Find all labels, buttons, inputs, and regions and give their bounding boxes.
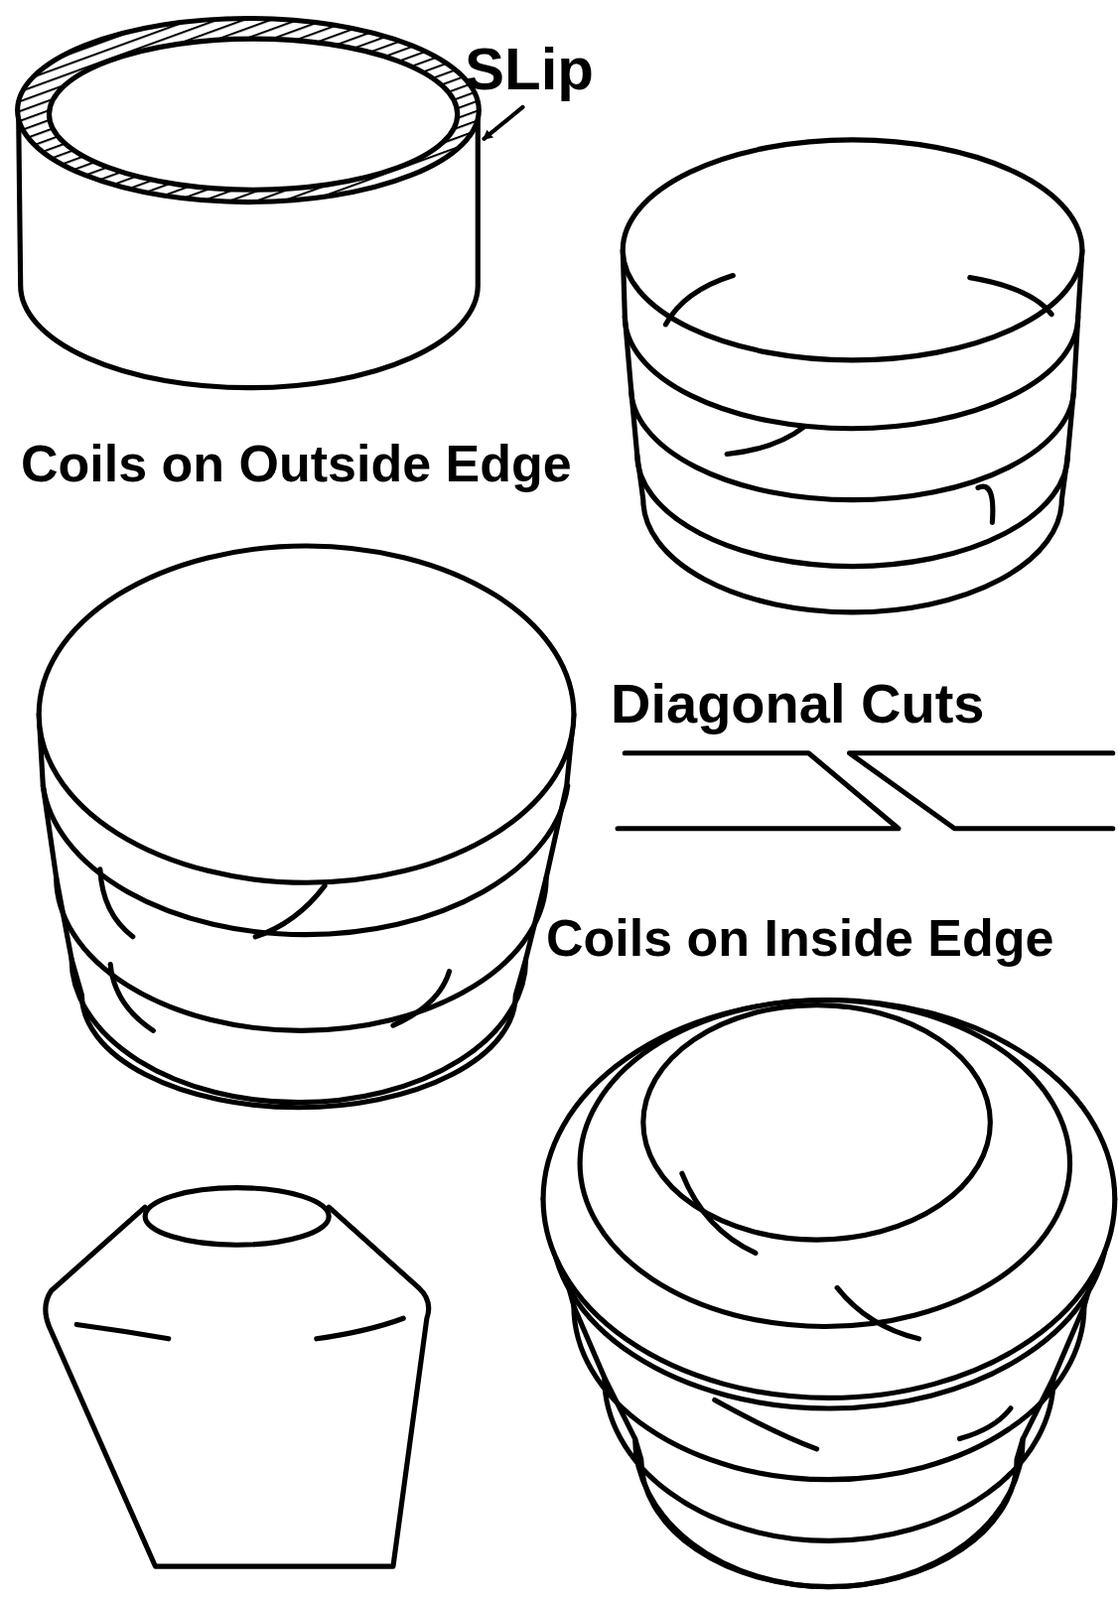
coil-pot: [38, 546, 574, 1109]
callout-label: SLip: [464, 37, 594, 101]
caption-label: Coils on Outside Edge: [20, 436, 572, 492]
caption-label: Diagonal Cuts: [610, 675, 984, 734]
coil-bowl: [622, 139, 1083, 613]
finished-vase: [45, 1188, 429, 1567]
coil-pot-inside: [543, 1000, 1116, 1588]
caption-label: Coils on Inside Edge: [546, 911, 1054, 967]
slab-base: [17, 18, 524, 389]
diagonal-cuts: [617, 753, 1114, 830]
